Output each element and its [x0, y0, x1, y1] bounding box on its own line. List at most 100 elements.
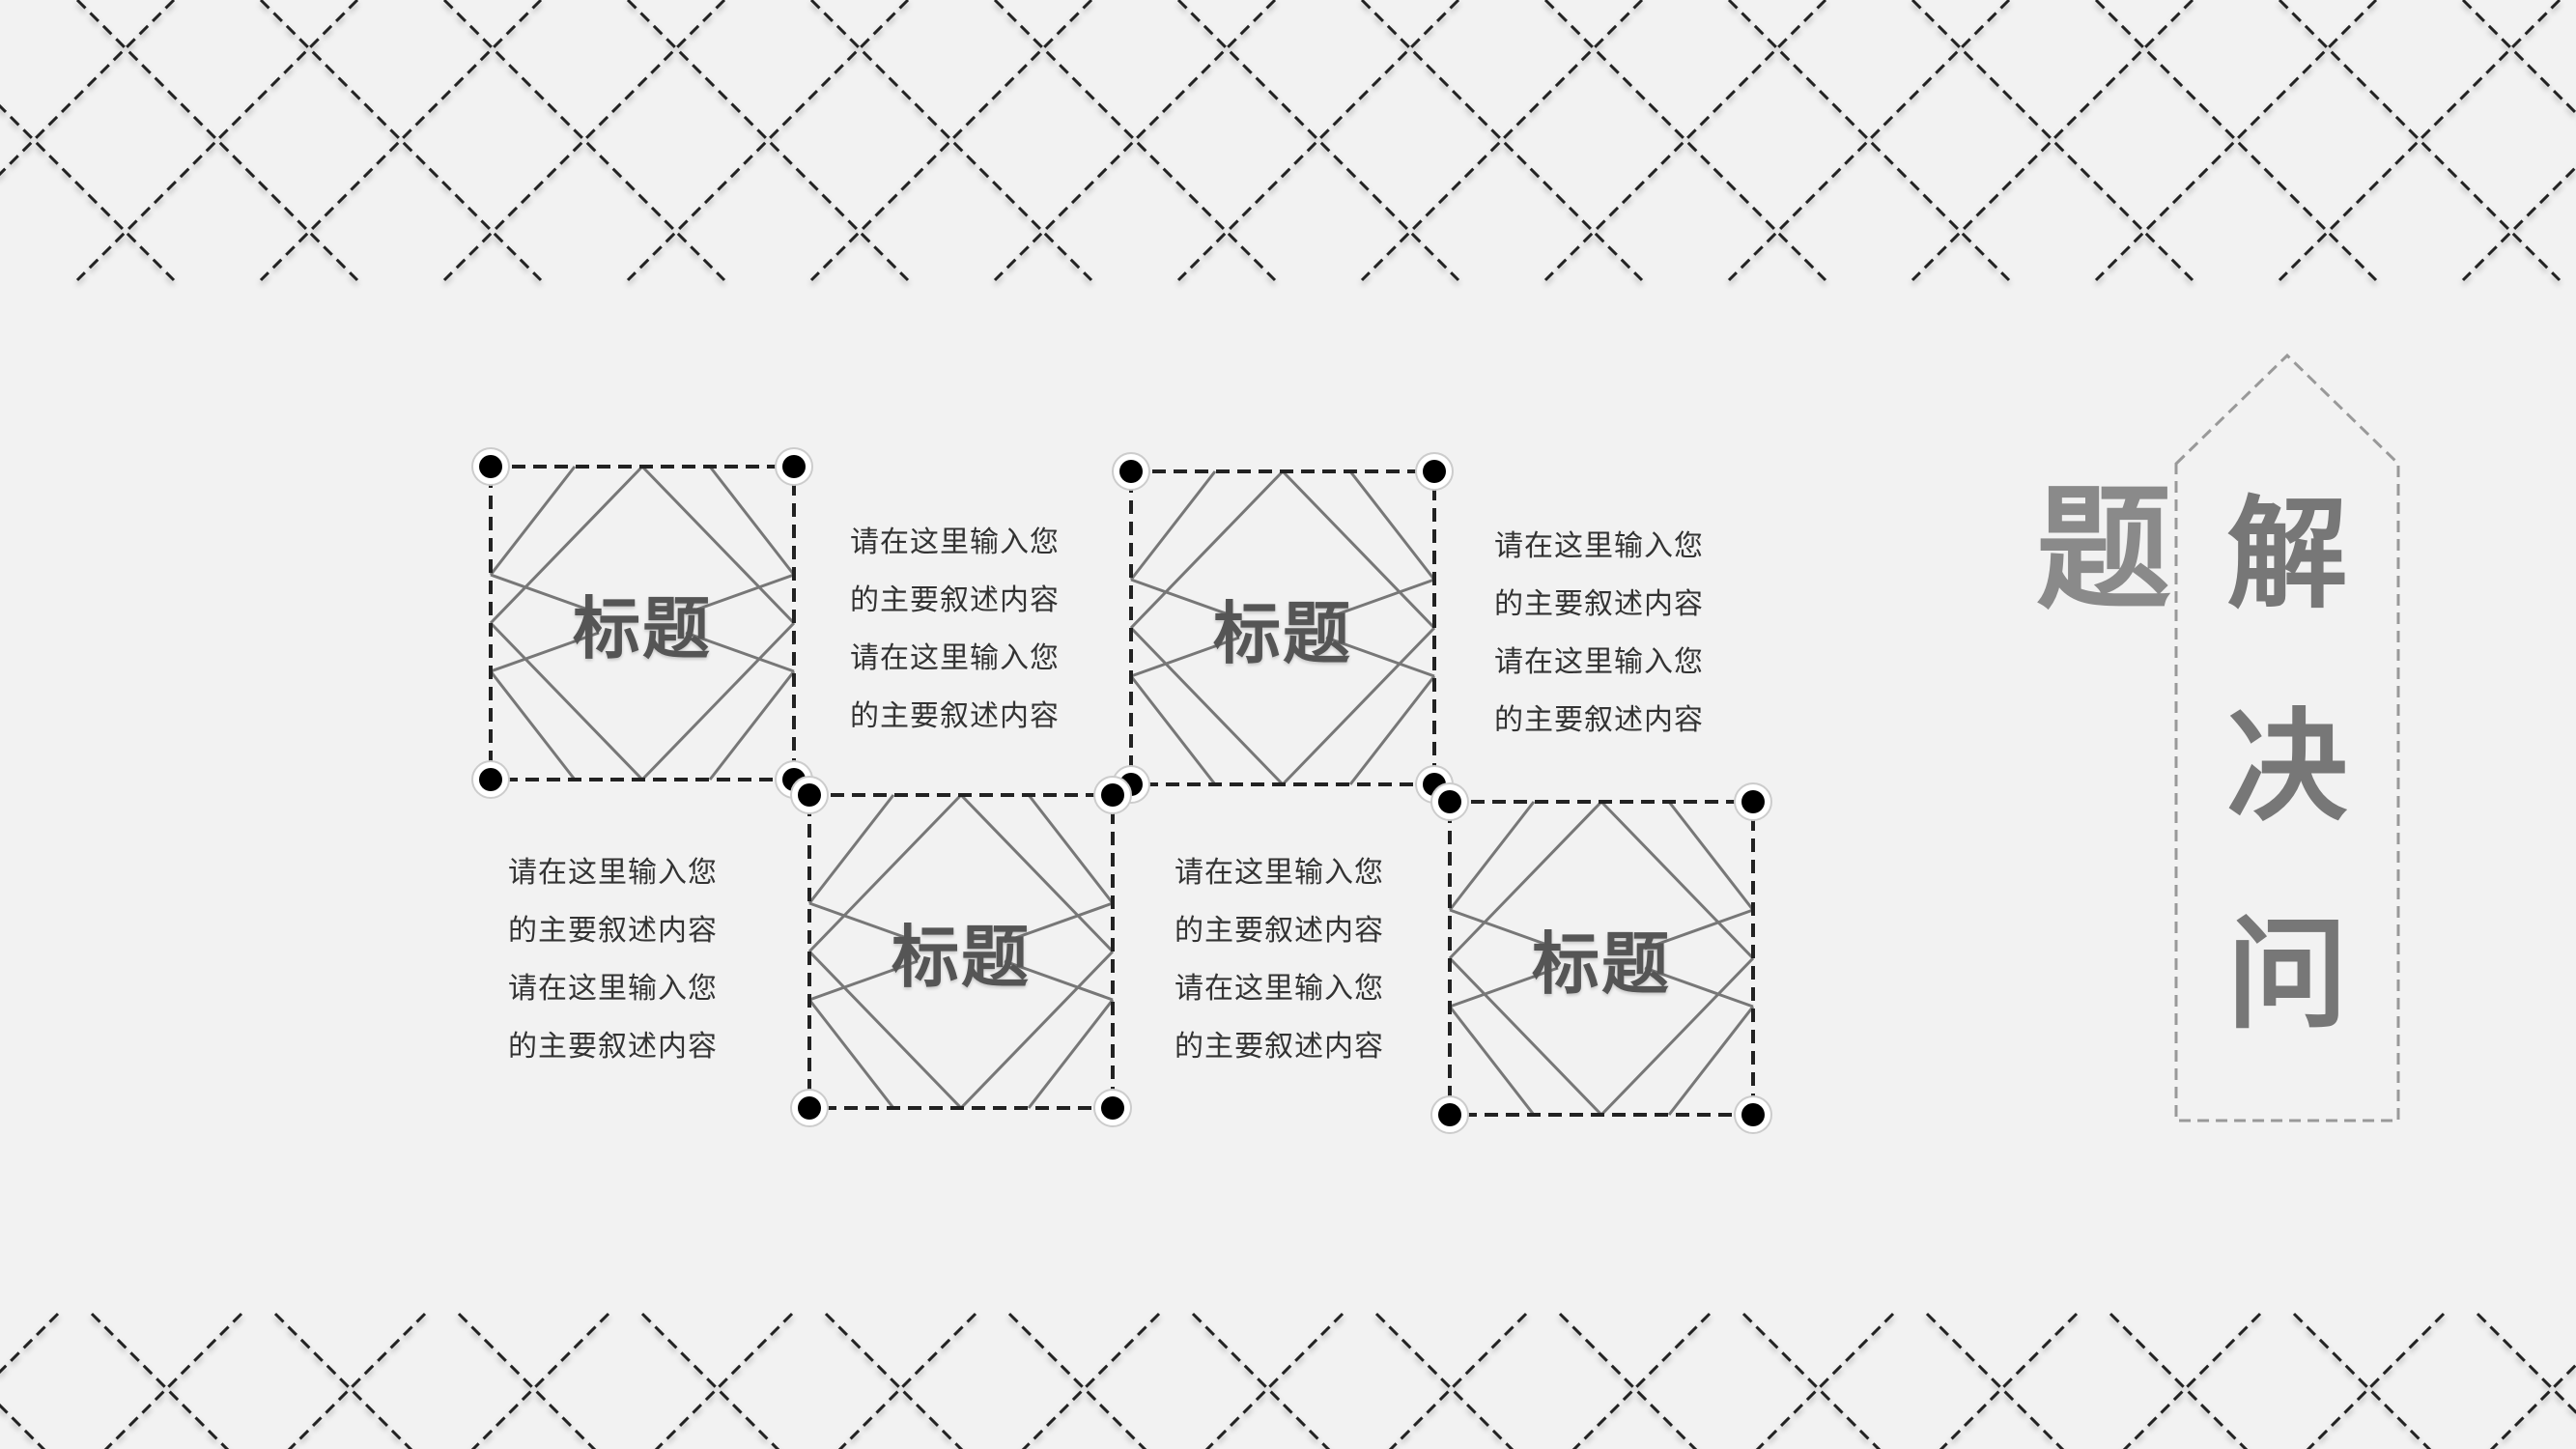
pattern-line — [640, 1312, 780, 1449]
pattern-line — [287, 1312, 427, 1449]
corner-dot — [782, 455, 806, 478]
pattern-line — [0, 0, 176, 177]
pattern-line — [1911, 0, 2194, 282]
pattern-line — [75, 0, 359, 282]
card-dashed-border — [1448, 800, 1755, 1117]
pattern-line — [273, 1312, 413, 1449]
pattern-line — [2461, 0, 2576, 116]
card-lattice — [1448, 800, 1755, 1117]
corner-dot — [1741, 1103, 1765, 1126]
description-line: 请在这里输入您 — [508, 972, 718, 1006]
heading-banner: 解 决 问 — [2173, 353, 2401, 1125]
pattern-line — [2278, 0, 2562, 282]
description-line: 请在这里输入您 — [1175, 972, 1384, 1006]
pattern-line — [1727, 0, 2011, 282]
title-card-3: 标题 — [790, 776, 1132, 1127]
description-line: 的主要叙述内容 — [508, 1030, 718, 1064]
pattern-line — [1558, 1312, 1698, 1449]
pattern-line — [1543, 0, 1827, 282]
pattern-line — [0, 1403, 46, 1449]
description-line: 请在这里输入您 — [1494, 529, 1704, 563]
corner-dot — [1438, 1103, 1461, 1126]
pattern-line — [837, 1312, 977, 1449]
pattern-line — [0, 103, 176, 282]
corner-dot — [1438, 790, 1461, 813]
pattern-line — [809, 0, 1093, 282]
description-block-3: 请在这里输入您 的主要叙述内容 请在这里输入您 的主要叙述内容 — [508, 844, 759, 1076]
pattern-line — [626, 0, 910, 282]
description-block-2: 请在这里输入您 的主要叙述内容 请在这里输入您 的主要叙述内容 — [1494, 518, 1745, 750]
heading-char-3: 问 — [2226, 905, 2348, 1045]
heading-char-1: 解 — [2226, 485, 2348, 625]
pattern-line — [824, 1312, 964, 1449]
card-dashed-border — [807, 793, 1115, 1110]
pattern-line — [1374, 1312, 1514, 1449]
corner-dot — [1101, 1096, 1124, 1120]
pattern-line — [1911, 0, 2194, 282]
card-lattice — [1129, 469, 1436, 786]
title-card-1: 标题 — [471, 447, 813, 799]
pattern-line — [1939, 1312, 2079, 1449]
card-dashed-border — [489, 465, 796, 781]
corner-dot — [479, 455, 502, 478]
pattern-line — [1755, 1312, 1895, 1449]
pattern-line — [2489, 1362, 2576, 1449]
pattern-line — [442, 0, 726, 282]
heading-side-char: 题 — [2036, 471, 2172, 629]
banner-outline — [2174, 353, 2400, 1122]
pattern-line — [1925, 1312, 2065, 1449]
top-diamond-pattern — [0, 0, 2576, 282]
corner-dot — [1119, 460, 1143, 483]
corner-dot — [1423, 460, 1446, 483]
pattern-line — [2122, 1312, 2262, 1449]
pattern-line — [0, 1312, 60, 1375]
pattern-line — [1176, 0, 1460, 282]
card-frame — [1430, 782, 1772, 1134]
card-title: 标题 — [1532, 923, 1671, 1004]
pattern-line — [75, 0, 359, 282]
pattern-line — [1571, 1312, 1712, 1449]
corner-dot — [1741, 790, 1765, 813]
title-card-2: 标题 — [1112, 452, 1454, 804]
description-line: 请在这里输入您 — [850, 526, 1060, 559]
pattern-line — [2094, 0, 2378, 282]
pattern-line — [1007, 1312, 1147, 1449]
card-dashed-border — [1129, 469, 1436, 786]
card-frame — [790, 776, 1132, 1127]
pattern-line — [1543, 0, 1827, 282]
card-title: 标题 — [573, 588, 712, 668]
description-line: 请在这里输入您 — [1494, 645, 1704, 679]
pattern-line — [654, 1312, 794, 1449]
description-line: 的主要叙述内容 — [850, 699, 1060, 733]
pattern-line — [2278, 0, 2562, 282]
corner-dot — [479, 768, 502, 791]
description-line: 的主要叙述内容 — [508, 914, 718, 948]
pattern-line — [1360, 0, 1644, 282]
pattern-line — [2292, 1312, 2432, 1449]
pattern-line — [1388, 1312, 1528, 1449]
card-lattice — [807, 793, 1115, 1110]
pattern-line — [1741, 1312, 1882, 1449]
pattern-line — [1176, 0, 1460, 282]
pattern-line — [90, 1312, 230, 1449]
bottom-diamond-pattern — [0, 1312, 2576, 1449]
pattern-line — [1021, 1312, 1161, 1449]
pattern-line — [442, 0, 726, 282]
description-line: 请在这里输入您 — [1175, 856, 1384, 890]
heading-char-2: 决 — [2226, 697, 2348, 838]
description-line: 的主要叙述内容 — [850, 583, 1060, 617]
pattern-line — [1360, 0, 1644, 282]
pattern-line — [2109, 1312, 2249, 1449]
card-title: 标题 — [892, 917, 1031, 997]
description-line: 的主要叙述内容 — [1494, 703, 1704, 737]
corner-dot — [1101, 783, 1124, 807]
pattern-line — [993, 0, 1277, 282]
pattern-line — [993, 0, 1277, 282]
pattern-line — [259, 0, 543, 282]
description-block-1: 请在这里输入您 的主要叙述内容 请在这里输入您 的主要叙述内容 — [850, 514, 1101, 746]
description-block-4: 请在这里输入您 的主要叙述内容 请在这里输入您 的主要叙述内容 — [1175, 844, 1426, 1076]
pattern-line — [626, 0, 910, 282]
description-line: 请在这里输入您 — [850, 641, 1060, 675]
card-lattice — [489, 465, 796, 781]
description-line: 的主要叙述内容 — [1494, 587, 1704, 621]
